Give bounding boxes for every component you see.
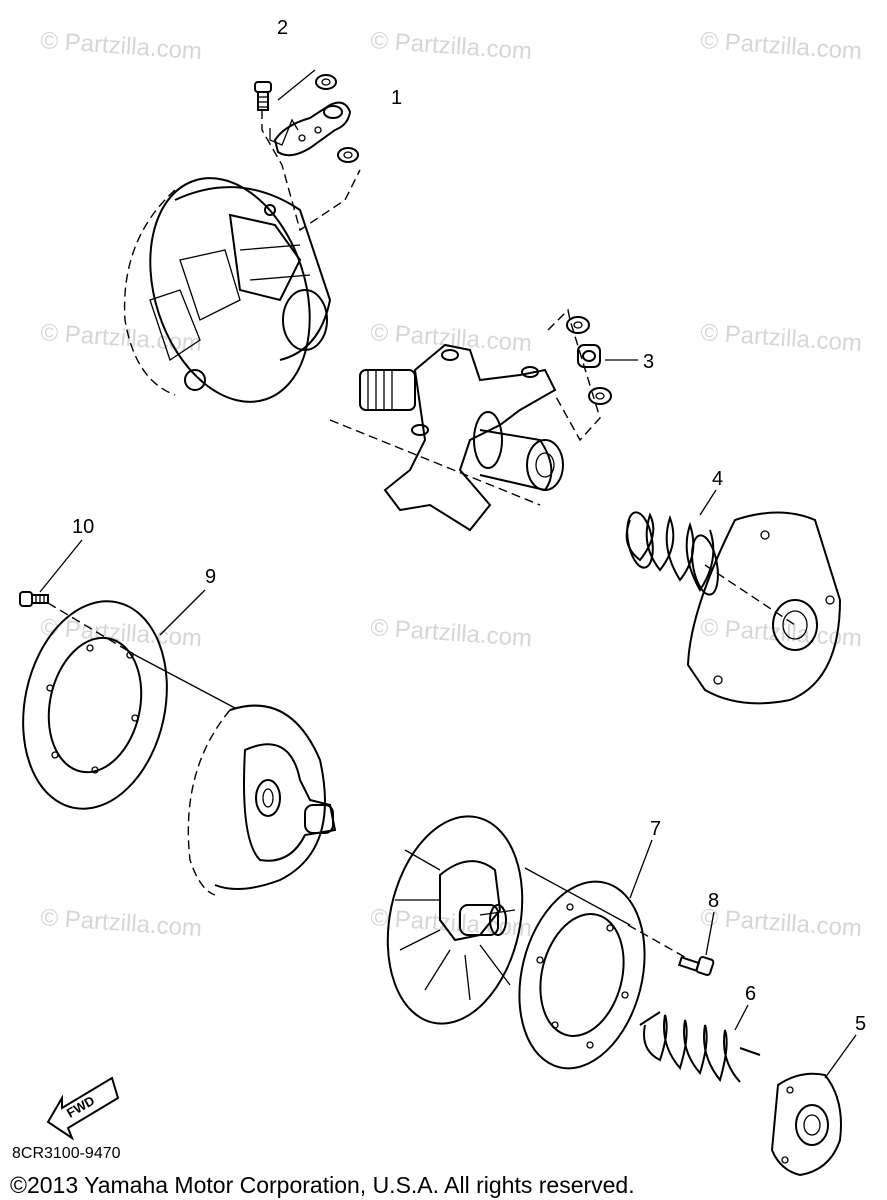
callout-1: 1	[391, 87, 402, 109]
watermark: © Partzilla.com	[40, 27, 203, 65]
callout-4: 4	[712, 468, 723, 490]
part-2-bolt	[254, 81, 272, 111]
fwd-arrow: FWD	[46, 1076, 120, 1141]
watermark: © Partzilla.com	[370, 319, 533, 357]
watermark: © Partzilla.com	[40, 319, 203, 357]
callout-2: 2	[277, 17, 288, 39]
part-5-cap	[770, 1034, 857, 1177]
watermark: © Partzilla.com	[370, 27, 533, 65]
callout-8: 8	[708, 890, 719, 912]
callout-6: 6	[745, 983, 756, 1005]
watermark: © Partzilla.com	[700, 904, 863, 942]
part-3-slider-set	[547, 308, 638, 442]
watermark: © Partzilla.com	[700, 27, 863, 65]
watermark: © Partzilla.com	[370, 614, 533, 652]
part-1-weight-arm	[261, 69, 361, 232]
fixed-sheave	[123, 177, 332, 403]
callout-7: 7	[650, 818, 661, 840]
spider-shaft	[329, 343, 564, 532]
part-10-bolt	[19, 539, 83, 607]
callout-numbers: 1 2 3 4 5 6 7 8 9 10	[72, 17, 866, 1035]
part-4-spring-cap	[625, 489, 842, 705]
part-9-plate	[22, 589, 236, 810]
callout-3: 3	[643, 351, 654, 373]
callout-5: 5	[855, 1013, 866, 1035]
watermark: © Partzilla.com	[700, 319, 863, 357]
part-7-plate	[518, 839, 691, 1070]
callout-10: 10	[72, 516, 94, 538]
diagram-code: 8CR3100-9470	[12, 1145, 121, 1162]
secondary-sheave	[386, 815, 631, 1025]
copyright-text: ©2013 Yamaha Motor Corporation, U.S.A. A…	[10, 1172, 635, 1198]
middle-sheave	[187, 704, 337, 896]
callout-9: 9	[205, 566, 216, 588]
fwd-label: FWD	[64, 1093, 97, 1121]
part-8-bolt	[677, 911, 715, 976]
part-6-spring	[639, 1004, 761, 1083]
watermark-layer: © Partzilla.com © Partzilla.com © Partzi…	[40, 27, 863, 942]
watermark: © Partzilla.com	[40, 904, 203, 942]
